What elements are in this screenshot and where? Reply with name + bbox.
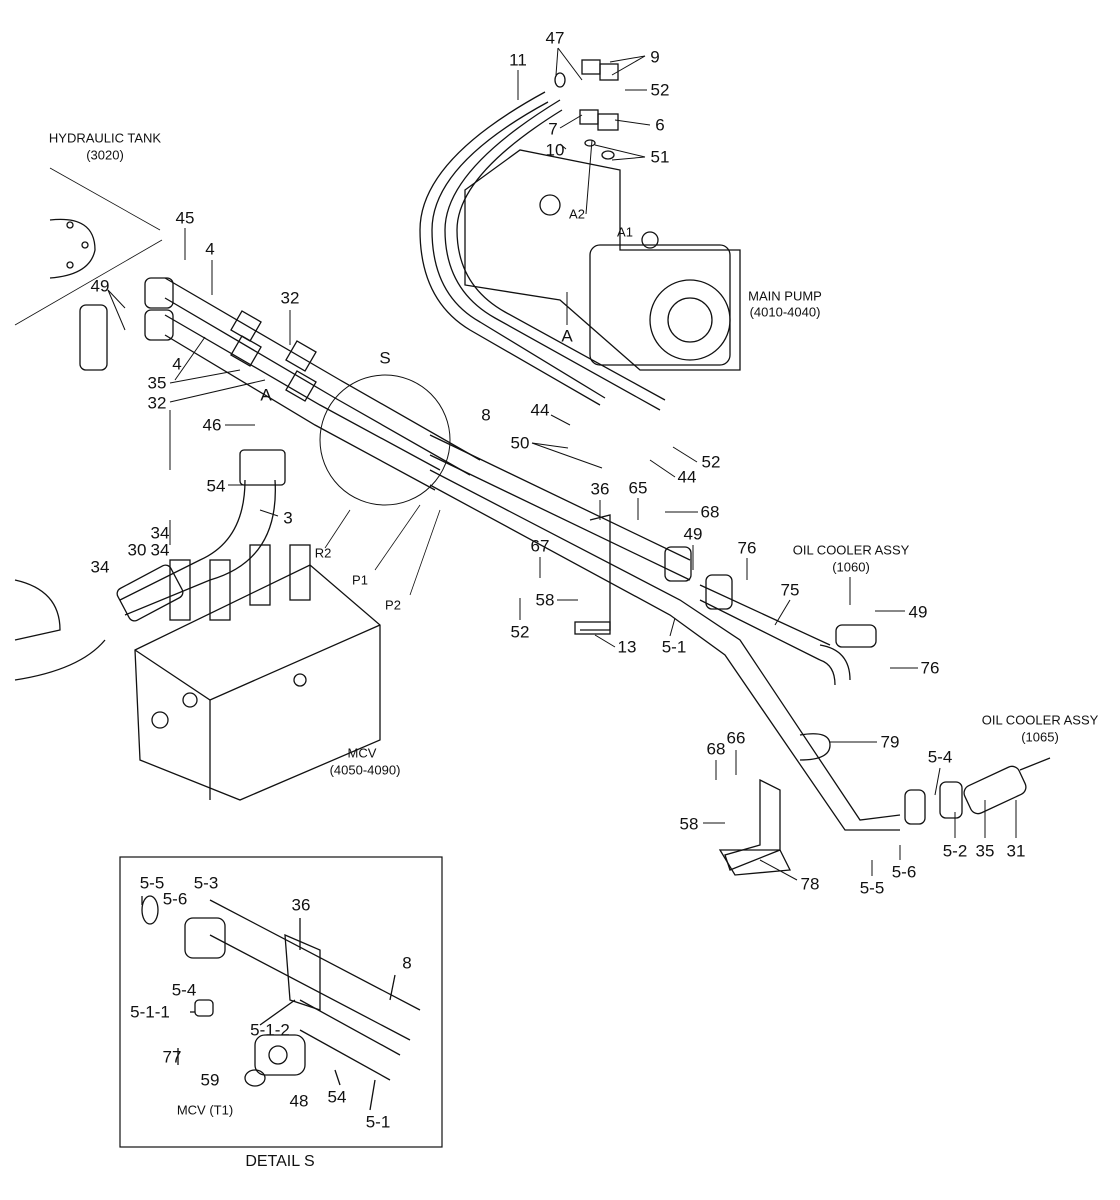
callout: 32	[280, 288, 300, 308]
return-pipes	[429, 434, 1051, 831]
callout: 66	[726, 728, 746, 748]
callout: 35	[147, 373, 167, 393]
oil-cooler-1060-code: (1060)	[832, 559, 870, 575]
detail-s-circle	[319, 374, 451, 506]
callout: 32	[147, 393, 167, 413]
callout: 31	[1006, 841, 1026, 861]
hydraulic-tank-label: HYDRAULIC TANK	[48, 130, 162, 146]
main-pump-code: (4010-4040)	[749, 304, 821, 320]
callout: 5-5	[859, 878, 885, 898]
callout: 49	[683, 524, 703, 544]
callout: 68	[706, 739, 726, 759]
callout: 52	[701, 452, 721, 472]
callout: 5-6	[891, 862, 917, 882]
callout: 52	[650, 80, 670, 100]
callout: 75	[780, 580, 800, 600]
callout: 6	[655, 115, 665, 135]
callout: 3	[283, 508, 293, 528]
suction-pipes	[144, 277, 481, 491]
oil-cooler-1065-code: (1065)	[1021, 729, 1059, 745]
callout: 13	[617, 637, 637, 657]
port-a-flange-label: A	[260, 385, 272, 405]
port-r2-label: R2	[314, 545, 332, 561]
callout: 67	[530, 536, 550, 556]
callout: 78	[800, 874, 820, 894]
hydraulic-tank-drawing	[14, 167, 163, 371]
main-pump-drawing	[464, 149, 741, 371]
detail-callout: 59	[200, 1070, 220, 1090]
detail-callout: 5-5	[139, 873, 165, 893]
port-a2-label: A2	[569, 206, 585, 222]
detail-title: DETAIL S	[245, 1153, 315, 1170]
detail-callout: 77	[162, 1047, 182, 1067]
callout: 7	[548, 119, 558, 139]
pump-hoses	[419, 91, 666, 411]
leader-lines	[107, 47, 1017, 881]
callout: 35	[975, 841, 995, 861]
port-p1-label: P1	[352, 572, 368, 588]
callout: 58	[679, 814, 699, 834]
callout: 50	[510, 433, 530, 453]
port-a-pump-label: A	[561, 326, 573, 346]
callout: 49	[908, 602, 928, 622]
port-a1-label: A1	[617, 224, 633, 240]
mcv-drawing	[134, 544, 381, 801]
detail-callout: 5-3	[193, 873, 219, 893]
callout: 4	[172, 354, 182, 374]
oil-cooler-1065-label: OIL COOLER ASSY	[981, 712, 1099, 728]
detail-callout: 5-1-1	[130, 1002, 170, 1022]
detail-callout: 5-1-2	[250, 1020, 290, 1040]
detail-s-frame	[119, 856, 443, 1148]
callout: 58	[535, 590, 555, 610]
callout: 5-2	[942, 841, 968, 861]
callout: 34	[150, 523, 170, 543]
callout: 36	[590, 479, 610, 499]
callout: 46	[202, 415, 222, 435]
brackets	[574, 514, 831, 876]
port-p2-label: P2	[385, 597, 401, 613]
callout: 44	[677, 467, 697, 487]
callout: 68	[700, 502, 720, 522]
callout: 5-4	[927, 747, 953, 767]
callout: 79	[880, 732, 900, 752]
detail-callout: 48	[289, 1091, 309, 1111]
callout: 30	[127, 540, 147, 560]
detail-callout: 8	[402, 953, 412, 973]
detail-s-drawing	[141, 895, 421, 1111]
hydraulic-tank-code: (3020)	[86, 147, 124, 163]
detail-s-marker: S	[379, 348, 391, 368]
detail-mcv-t1-label: MCV (T1)	[176, 1102, 234, 1118]
callout: 8	[481, 405, 491, 425]
callout: 51	[650, 147, 670, 167]
pipe-3	[14, 449, 286, 681]
callout: 34	[150, 540, 170, 560]
callout: 10	[545, 140, 565, 160]
callout: 5-1	[661, 637, 687, 657]
callout: 47	[545, 28, 565, 48]
detail-callout: 5-4	[171, 980, 197, 1000]
detail-callout: 5-1	[365, 1112, 391, 1132]
callout: 45	[175, 208, 195, 228]
callout: 54	[206, 476, 226, 496]
callout: 11	[509, 50, 527, 70]
callout: 4	[205, 239, 215, 259]
mcv-code: (4050-4090)	[329, 762, 401, 778]
oil-cooler-1060-label: OIL COOLER ASSY	[792, 542, 910, 558]
detail-callout: 54	[327, 1087, 347, 1107]
callout: 52	[510, 622, 530, 642]
callout: 49	[90, 276, 110, 296]
callout: 76	[737, 538, 757, 558]
mcv-label: MCV	[347, 745, 377, 761]
main-pump-label: MAIN PUMP	[748, 288, 822, 304]
callout: 44	[530, 400, 550, 420]
callout: 9	[650, 47, 660, 67]
callout: 76	[920, 658, 940, 678]
callout: 65	[628, 478, 648, 498]
detail-callout: 5-6	[162, 889, 188, 909]
detail-callout: 36	[291, 895, 311, 915]
callout: 34	[90, 557, 110, 577]
